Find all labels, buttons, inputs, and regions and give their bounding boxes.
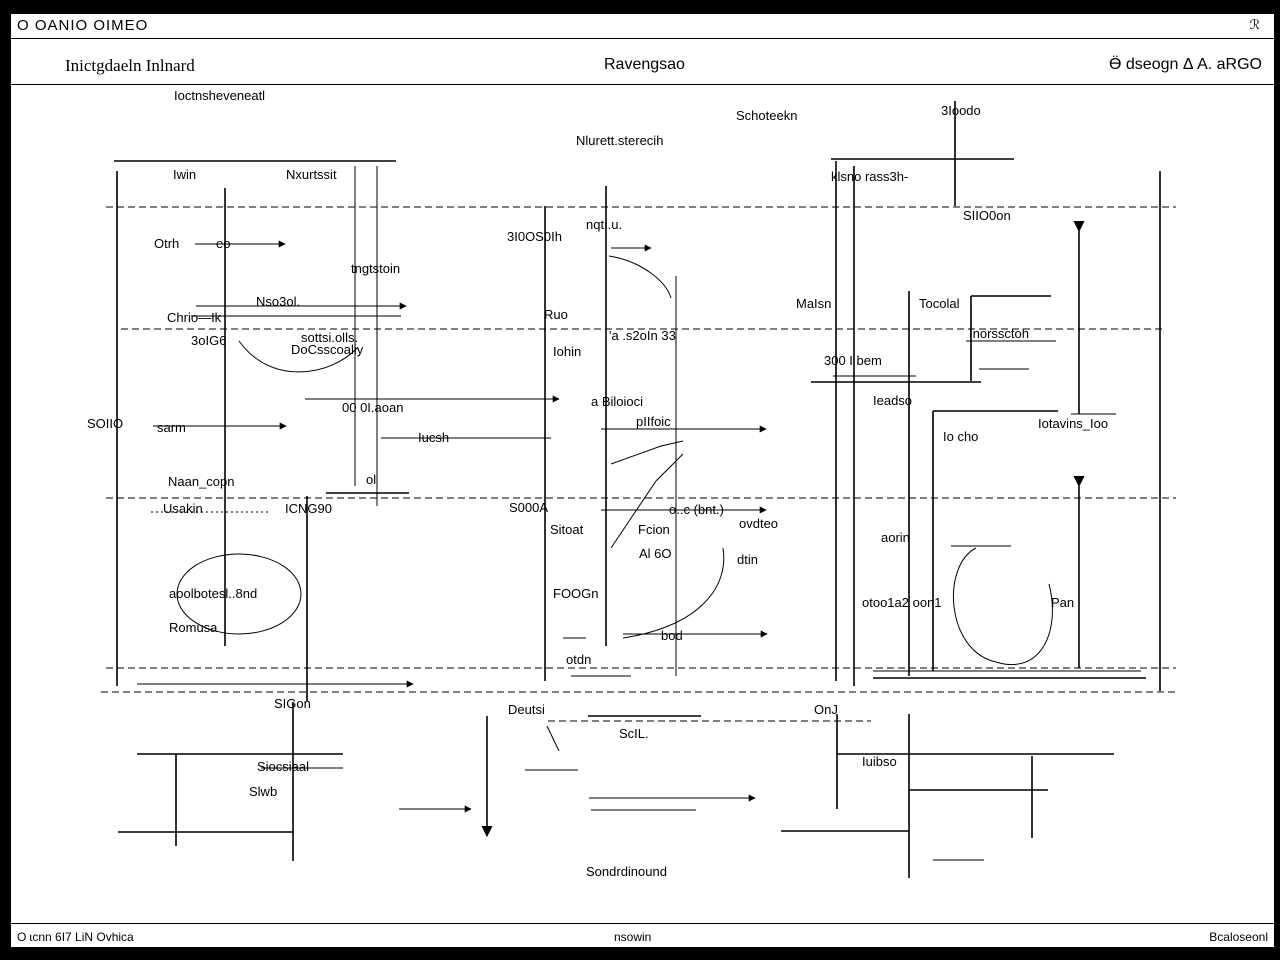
label-c3-a: klsno rass3h- (831, 169, 908, 184)
column-3-lines (811, 101, 1161, 878)
label-c1-d: Nso3ol. (256, 294, 300, 309)
label-c1-p: ICNG90 (285, 501, 332, 516)
label-c1-r: Romusa (169, 620, 218, 635)
label-b-a: Deutsi (508, 702, 545, 717)
label-b-f: Iuibso (862, 754, 897, 769)
label-c3-l: Pan (1051, 595, 1074, 610)
top-note: Ioctnsheveneatl (174, 88, 265, 103)
label-c2-f: a Biloioci (591, 394, 643, 409)
label-c1-m: ol (366, 472, 376, 487)
label-c3-h: Iotavins_Ioo (1038, 416, 1108, 431)
footer-right-text: Bcaloseonl (1209, 930, 1268, 944)
label-b-e: Slwb (249, 784, 277, 799)
label-c1-top-b: Nxurtssit (286, 167, 337, 182)
drawing-sheet: O OANIO OIMEO ℛ Inictgdaeln Inlnard Rave… (11, 14, 1274, 947)
header-right-text: Ӫ dseogn Δ A. aRGO (1109, 56, 1262, 73)
heading-mid: Nlurett.sterecih (576, 133, 663, 148)
label-c3-i: Io cho (943, 429, 978, 444)
window-titlebar: O OANIO OIMEO ℛ (11, 14, 1274, 39)
label-c2-k: Fcion (638, 522, 670, 537)
schematic-canvas: Ioctnsheveneatl Iwin Nxurtssit Otrh eo t… (87, 88, 1176, 879)
footer-center-text: nsowin (614, 930, 652, 944)
label-b-c: OnJ (814, 702, 838, 717)
label-c1-f: sottsi.olls. (301, 330, 358, 345)
label-b-d: Siocsiaal (257, 759, 309, 774)
column-2-lines (381, 186, 909, 838)
label-c2-h: S000A (509, 500, 548, 515)
label-c2-e: Iohin (553, 344, 581, 359)
label-c1-s: SIGon (274, 696, 311, 711)
label-c1-o: Usakin (163, 501, 203, 516)
label-c1-h: DoCsscoaliy (291, 342, 364, 357)
label-c2-n: dtin (737, 552, 758, 567)
label-c3-c: MaIsn (796, 296, 831, 311)
label-c2-c: Ruo (544, 307, 568, 322)
label-b-g: Sondrdinound (586, 864, 667, 879)
top-right-label: 3Ioodo (941, 103, 981, 118)
sheet-footer: O ɩcnn 6I7 LiN Ovhica nsowin Bcaloseonl (11, 923, 1274, 947)
label-c3-d: Tocolal (919, 296, 960, 311)
label-c1-l: Iucsh (418, 430, 449, 445)
label-c1-b: eo (216, 236, 230, 251)
label-c2-b: nqtI.u. (586, 217, 622, 232)
label-c1-j: sarm (157, 420, 186, 435)
label-c2-a: 3I0OS0Ih (507, 229, 562, 244)
window-title: O OANIO OIMEO (17, 17, 149, 34)
header-center-text: Ravengsao (604, 56, 685, 73)
label-c2-p: bod (661, 628, 683, 643)
label-c1-top-a: Iwin (173, 167, 196, 182)
label-c2-o: FOOGn (553, 586, 599, 601)
label-c3-f: 300 I bem (824, 353, 882, 368)
label-c1-c: tngtstoin (351, 261, 400, 276)
label-c2-g: pIIfoic (636, 414, 671, 429)
footer-left-text: O ɩcnn 6I7 LiN Ovhica (17, 930, 134, 944)
label-c3-e: Inorssctoh (969, 326, 1029, 341)
label-b-b: ScIL. (619, 726, 649, 741)
label-c3-g: Ieadso (873, 393, 912, 408)
header-left-text: Inictgdaeln Inlnard (65, 56, 195, 75)
label-c3-b: SIIO0on (963, 208, 1011, 223)
label-c3-k: otoo1a2 oon1 (862, 595, 942, 610)
label-c2-i: o..c (bnt.) (669, 502, 724, 517)
label-c2-l: ovdteo (739, 516, 778, 531)
close-icon[interactable]: ℛ (1249, 17, 1260, 32)
label-c2-d: 'a .s2oIn 33 (609, 328, 676, 343)
label-c1-g: 3oIG6 (191, 333, 226, 348)
label-c1-k: 00 0I.aoan (342, 400, 403, 415)
label-c1-a: Otrh (154, 236, 179, 251)
column-1-lines (114, 160, 560, 861)
label-c2-m: Al 6O (639, 546, 672, 561)
sheet-header: Inictgdaeln Inlnard Ravengsao Ӫ dseogn Δ… (11, 40, 1274, 85)
heading-right: Schoteekn (736, 108, 797, 123)
label-c1-i: SOIIO (87, 416, 123, 431)
label-c3-j: aorin (881, 530, 910, 545)
label-c1-n: Naan_copn (168, 474, 235, 489)
label-c2-q: otdn (566, 652, 591, 667)
label-c2-j: Sitoat (550, 522, 584, 537)
label-c1-q: aoolbotesl..8nd (169, 586, 257, 601)
label-c1-e: Chrio—Ik (167, 310, 222, 325)
